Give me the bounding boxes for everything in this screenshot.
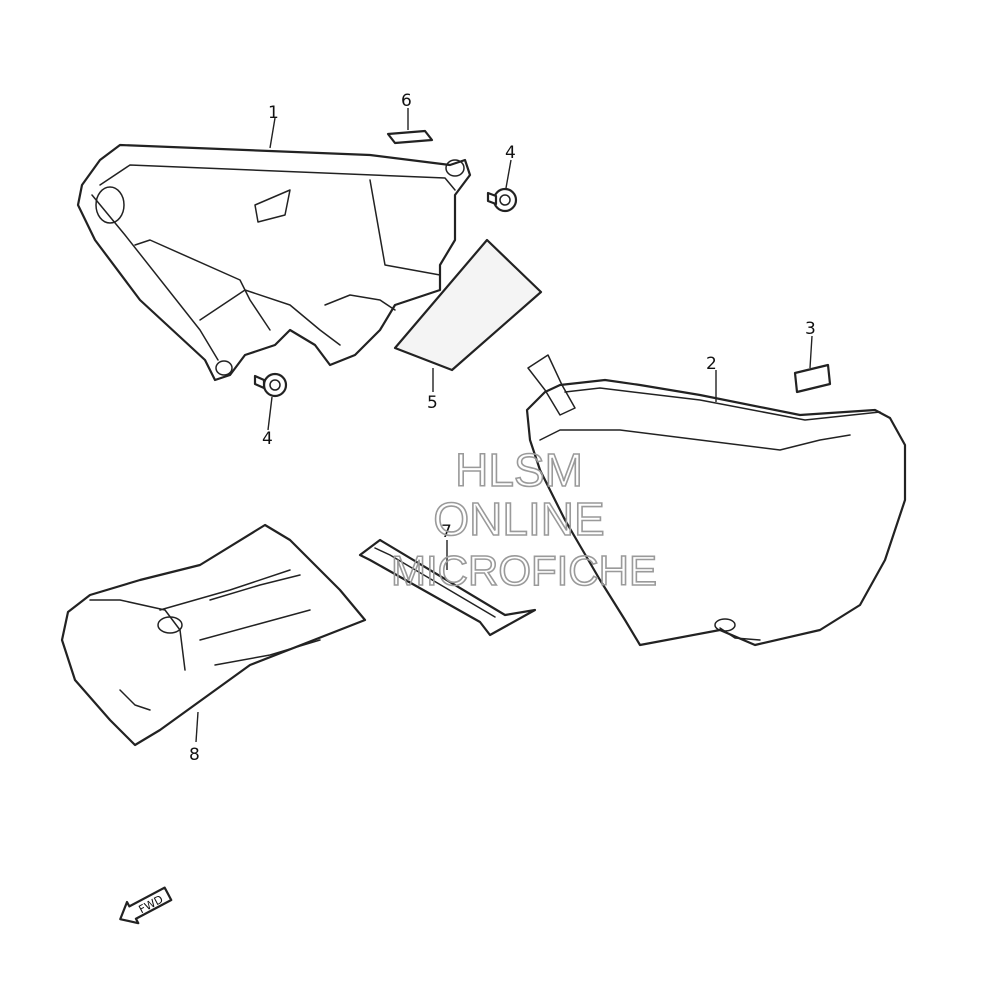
part-4-bolt-upper[interactable] [486, 187, 518, 213]
callout-5: 5 [427, 393, 438, 413]
callout-3: 3 [805, 319, 816, 339]
fwd-label: FWD [137, 893, 166, 917]
leader-1 [269, 117, 276, 149]
part-7-strap[interactable] [358, 538, 537, 637]
part-4-bolt-lower[interactable] [253, 372, 288, 398]
leader-4-upper [505, 159, 512, 189]
leader-3 [809, 335, 813, 369]
callout-2: 2 [706, 354, 717, 374]
callout-4-lower: 4 [262, 429, 273, 449]
callout-7: 7 [441, 522, 452, 542]
watermark-line-1: HLSM [455, 444, 583, 496]
part-2-side-cover[interactable] [525, 354, 907, 647]
leader-8 [195, 711, 199, 743]
part-6-label[interactable] [386, 129, 434, 145]
watermark-line-2: ONLINE [433, 493, 604, 545]
part-5-pad[interactable] [393, 238, 543, 372]
callout-4-upper: 4 [505, 143, 516, 163]
callout-8: 8 [189, 745, 200, 765]
part-3-cushion[interactable] [793, 363, 832, 394]
callout-6: 6 [401, 91, 412, 111]
callout-1: 1 [268, 103, 279, 123]
watermark-line-3: MICROFICHE [391, 547, 657, 594]
fwd-arrow-icon: FWD [119, 886, 173, 925]
part-8-cover-sheet[interactable] [60, 523, 367, 747]
leader-4-lower [267, 396, 273, 431]
part-1-frame-cover[interactable] [76, 143, 472, 382]
